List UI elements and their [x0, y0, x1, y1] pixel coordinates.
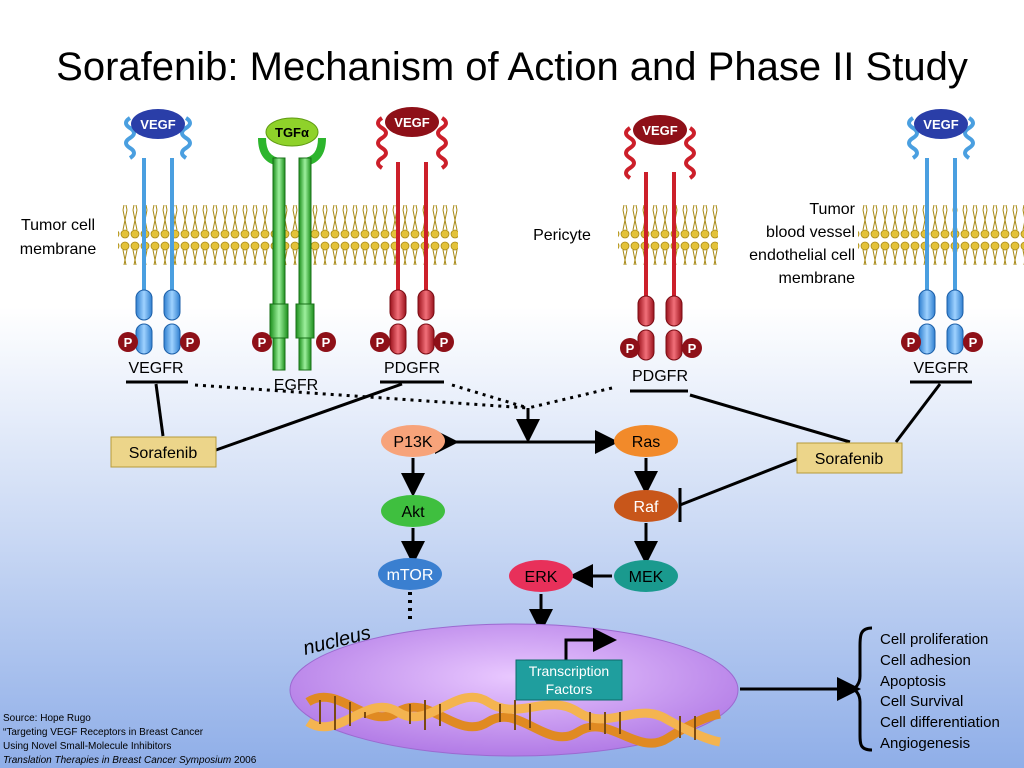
- mek-node: [614, 560, 678, 592]
- phospho-label: P: [186, 335, 195, 350]
- phospho-icon: [682, 338, 702, 358]
- outcome-item: Apoptosis: [880, 673, 946, 690]
- endothelial-membrane: [858, 205, 1024, 265]
- outcome-item: Cell differentiation: [880, 714, 1000, 731]
- tumor-cell-membrane: [118, 205, 458, 265]
- tgfa-label: TGFα: [275, 125, 309, 140]
- phospho-label: P: [907, 335, 916, 350]
- vegf-label-right: VEGF: [923, 117, 958, 132]
- outcome-item: Cell proliferation: [880, 631, 988, 648]
- nucleus: [289, 623, 739, 757]
- egfr-label: EGFR: [274, 377, 318, 394]
- vegf-ligand-pericyte: [633, 115, 687, 145]
- sorafenib-inhibit-raf: [679, 456, 801, 507]
- endothelial-label-line3: endothelial cell: [749, 247, 855, 264]
- source-symposium: Translation Therapies in Breast Cancer S…: [3, 755, 231, 766]
- tgfa-ligand: [265, 117, 319, 147]
- phospho-icon: [620, 338, 640, 358]
- pericyte-label: Pericyte: [533, 227, 591, 244]
- endothelial-label-line1: Tumor: [809, 201, 855, 218]
- vegfr-left-label: VEGFR: [128, 360, 183, 377]
- raf-label: Raf: [634, 499, 659, 516]
- sorafenib-box-right: [796, 442, 903, 474]
- transcription-factors-box: [515, 659, 623, 701]
- outcome-item: Cell adhesion: [880, 652, 971, 669]
- tumor-cell-label-line2: membrane: [20, 241, 97, 258]
- phospho-label: P: [258, 335, 267, 350]
- tumor-cell-label-line1: Tumor cell: [21, 217, 95, 234]
- vegf-ligand-left: [131, 109, 185, 139]
- akt-label: Akt: [401, 504, 425, 521]
- dotted-link-vegfr: [194, 383, 529, 410]
- sorafenib-left-inhibit-pdgfr: [215, 382, 403, 452]
- pdgfr-left-label: PDGFR: [384, 360, 440, 377]
- source-line1: Source: Hope Rugo: [3, 713, 91, 724]
- vegfr-right-label: VEGFR: [913, 360, 968, 377]
- phospho-icon: [118, 332, 138, 352]
- phospho-icon: [180, 332, 200, 352]
- dotted-link-pericyte: [527, 386, 613, 410]
- source-line4: Translation Therapies in Breast Cancer S…: [3, 755, 257, 766]
- vegf-label-pdgfr-left: VEGF: [394, 115, 429, 130]
- erk-node: [509, 560, 573, 592]
- mtor-label: mTOR: [387, 567, 434, 584]
- source-line3: Using Novel Small-Molecule Inhibitors: [3, 741, 171, 752]
- pdgfr-pericyte-receptor: [624, 126, 696, 361]
- mtor-node: [378, 558, 442, 590]
- pericyte-membrane: [618, 205, 718, 265]
- vegf-label-left: VEGF: [140, 117, 175, 132]
- source-line2: “Targeting VEGF Receptors in Breast Canc…: [3, 727, 204, 738]
- pdgfr-left-receptor: [376, 116, 448, 355]
- phospho-label: P: [626, 341, 635, 356]
- sorafenib-left-inhibit-vegfr: [154, 383, 165, 437]
- p13k-node: [381, 425, 445, 457]
- dna-helix-icon: [305, 692, 721, 748]
- vegf-ligand-right: [914, 109, 968, 139]
- sorafenib-right-inhibit-vegfr: [894, 383, 942, 443]
- transcription-label-line2: Factors: [546, 681, 593, 697]
- egfr-receptor: [258, 137, 326, 371]
- ras-node: [614, 425, 678, 457]
- vegf-label-pericyte: VEGF: [642, 123, 677, 138]
- phospho-label: P: [376, 335, 385, 350]
- dotted-link-pdgfr: [451, 383, 529, 410]
- sorafenib-right-inhibit-pdgfr: [689, 393, 851, 444]
- source-year: 2006: [231, 755, 256, 766]
- phospho-icon: [370, 332, 390, 352]
- transcription-label-line1: Transcription: [529, 663, 609, 679]
- phospho-label: P: [124, 335, 133, 350]
- sorafenib-box-left: [110, 436, 217, 468]
- vegfr-right-receptor: [907, 116, 975, 355]
- outcome-item: Angiogenesis: [880, 735, 970, 752]
- phospho-icon: [316, 332, 336, 352]
- pdgfr-pericyte-label: PDGFR: [632, 368, 688, 385]
- mek-label: MEK: [629, 569, 664, 586]
- phospho-label: P: [322, 335, 331, 350]
- endothelial-label-line4: membrane: [779, 270, 856, 287]
- endothelial-label-line2: blood vessel: [766, 224, 855, 241]
- sorafenib-label-right: Sorafenib: [815, 451, 884, 468]
- page-title: Sorafenib: Mechanism of Action and Phase…: [56, 45, 968, 89]
- raf-node: [614, 490, 678, 522]
- outcome-item: Cell Survival: [880, 693, 963, 710]
- ras-label: Ras: [632, 434, 660, 451]
- outcomes-bracket: [851, 626, 873, 752]
- phospho-label: P: [440, 335, 449, 350]
- phospho-icon: [901, 332, 921, 352]
- sorafenib-label-left: Sorafenib: [129, 445, 198, 462]
- phospho-icon: [252, 332, 272, 352]
- phospho-icon: [434, 332, 454, 352]
- erk-label: ERK: [525, 569, 558, 586]
- phospho-label: P: [969, 335, 978, 350]
- phospho-icon: [963, 332, 983, 352]
- p13k-label: P13K: [393, 434, 432, 451]
- transcription-start-arrow: [564, 628, 617, 666]
- akt-node: [381, 495, 445, 527]
- phospho-label: P: [688, 341, 697, 356]
- vegfr-left-receptor: [124, 116, 192, 355]
- vegf-ligand-pdgfr-left: [385, 107, 439, 137]
